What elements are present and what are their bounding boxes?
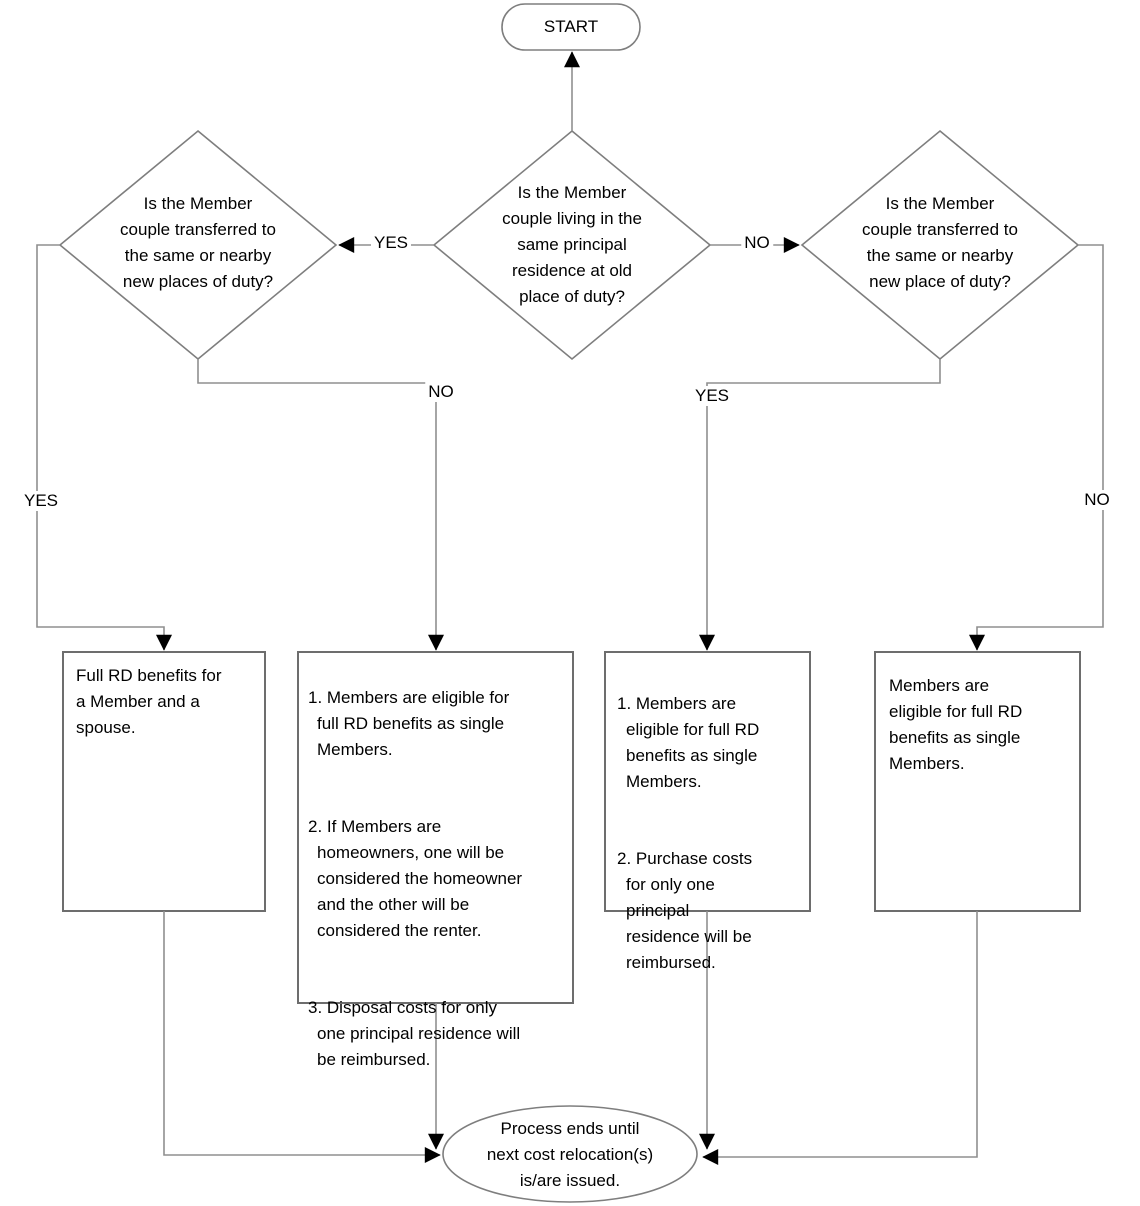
decision-center-text: Is the Member couple living in the same … — [502, 183, 642, 306]
outcome-right-yes-box-shape — [604, 651, 811, 912]
edge-left-decision-no-to-box — [197, 359, 444, 651]
edge-label-left-yes: YES — [20, 491, 62, 511]
edge-right-decision-no-to-box — [969, 244, 1104, 651]
edge-box4-to-terminal — [702, 911, 978, 1165]
outcome-left-no-list: 1. Members are eligible for full RD bene… — [308, 659, 568, 1099]
outcome-left-no-item-1: 1. Members are eligible for full RD bene… — [308, 688, 510, 759]
outcome-right-no-text: Members are eligible for full RD benefit… — [889, 676, 1023, 773]
start-node-label: START — [543, 17, 599, 36]
outcome-spouse-box-shape — [62, 651, 266, 912]
edge-label-left-no: NO — [425, 382, 457, 402]
outcome-right-no-box-shape — [874, 651, 1081, 912]
outcome-right-yes-list: 1. Members are eligible for full RD bene… — [617, 665, 799, 1002]
start-terminator-shape — [501, 3, 641, 51]
end-terminator-text: Process ends until next cost relocation(… — [486, 1119, 654, 1190]
edge-label-center-yes: YES — [370, 233, 412, 253]
edge-box1-to-terminal — [163, 911, 441, 1163]
edge-left-decision-yes-to-box — [36, 244, 172, 651]
outcome-left-no-item-2: 2. If Members are homeowners, one will b… — [308, 817, 523, 940]
decision-right-text: Is the Member couple transferred to the … — [862, 194, 1018, 291]
outcome-spouse-text: Full RD benefits for a Member and a spou… — [76, 666, 222, 737]
end-terminator-shape — [442, 1105, 698, 1203]
decision-left-text: Is the Member couple transferred to the … — [120, 194, 276, 291]
outcome-right-yes-item-2: 2. Purchase costs for only one principal… — [617, 849, 753, 972]
edge-right-decision-yes-to-box — [699, 359, 941, 651]
edge-label-center-no: NO — [741, 233, 773, 253]
edge-label-right-no: NO — [1081, 490, 1113, 510]
outcome-left-no-box-shape — [297, 651, 574, 1004]
decision-center-shape — [432, 129, 712, 361]
outcome-left-no-item-3: 3. Disposal costs for only one principal… — [308, 998, 521, 1069]
outcome-right-yes-item-1: 1. Members are eligible for full RD bene… — [617, 694, 760, 791]
edge-label-right-yes: YES — [691, 386, 733, 406]
